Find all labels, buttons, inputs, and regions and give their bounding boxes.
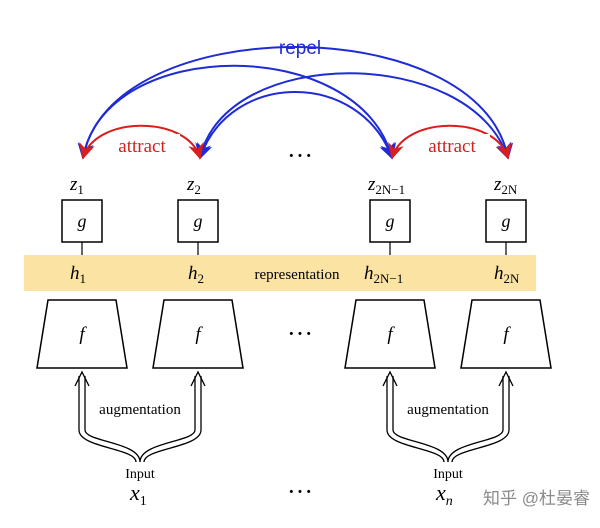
g-labels: g g g g (78, 211, 511, 231)
g-box-2N (485, 199, 527, 243)
augmentation-arrowheads (74, 370, 514, 387)
g-label-2: g (194, 211, 203, 231)
z-label-2N-1: z2N−1 (367, 174, 405, 197)
ellipsis-top: ··· (287, 141, 313, 170)
augmentation-branches (78, 376, 510, 463)
projection-heads (61, 199, 527, 243)
z-labels: z1 z2 z2N−1 z2N (69, 174, 518, 197)
representation-label: representation (255, 267, 340, 283)
f-encoder-2N (460, 299, 552, 369)
g-box-1 (61, 199, 103, 243)
repel-label: repel (279, 38, 321, 59)
h-label-1: h1 (70, 263, 86, 286)
g-label-2N-1: g (386, 211, 395, 231)
attract-arc-left (79, 124, 204, 160)
attract-arc-right (388, 124, 512, 160)
attract-label-right: attract (428, 136, 476, 157)
attract-arrows (79, 124, 512, 160)
f-encoder-2 (152, 299, 244, 369)
repel-arc-z1-z2N-1 (77, 64, 397, 160)
encoders (36, 299, 552, 369)
representation-band (24, 255, 536, 291)
attract-label-left: attract (118, 136, 166, 157)
input-xn: xn (435, 480, 453, 509)
watermark: 知乎 @杜晏睿 (483, 489, 590, 508)
h-label-2: h2 (188, 263, 204, 286)
input-label-left: Input (125, 467, 155, 482)
f-label-2N: f (503, 324, 511, 345)
repel-arrows (77, 46, 514, 160)
g-box-2 (177, 199, 219, 243)
f-encoder-1 (36, 299, 128, 369)
f-encoder-2N-1 (344, 299, 436, 369)
input-x1: x1 (129, 480, 147, 509)
repel-arc-z2-z2N (195, 72, 511, 160)
z-label-2: z2 (186, 174, 201, 197)
augmentation-label-left: augmentation (99, 402, 181, 418)
h-labels: h1 h2 h2N−1 h2N (70, 263, 520, 286)
z-label-1: z1 (69, 174, 84, 197)
repel-arc-z2-z2N-1 (197, 91, 395, 160)
f-labels: f f f f (79, 324, 511, 345)
f-label-2N-1: f (387, 324, 395, 345)
augmentation-label-right: augmentation (407, 402, 489, 418)
h-label-2N-1: h2N−1 (364, 263, 403, 286)
h-label-2N: h2N (494, 263, 520, 286)
ellipsis-middle: ··· (287, 319, 313, 348)
z-label-2N: z2N (493, 174, 518, 197)
g-label-2N: g (502, 211, 511, 231)
input-label-right: Input (433, 467, 463, 482)
f-label-2: f (195, 324, 203, 345)
ellipsis-bottom: ··· (287, 477, 313, 506)
g-label-1: g (78, 211, 87, 231)
f-label-1: f (79, 324, 87, 345)
g-connectors (81, 242, 507, 255)
